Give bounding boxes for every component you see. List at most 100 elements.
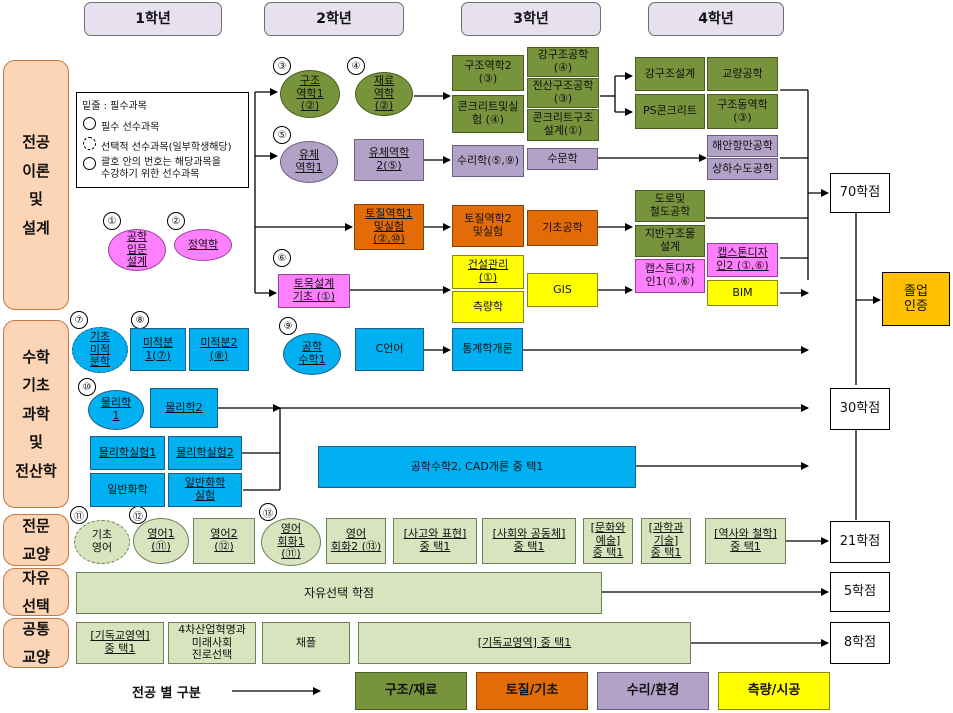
course-geotechnical-structure-design[interactable]: 지반구조물 설계 (635, 225, 705, 257)
course-christian-area-1[interactable]: [기독교영역] 중 택1 (76, 622, 164, 664)
course-bridge-engineering[interactable]: 교량공학 (707, 57, 778, 91)
circle-number-5: ⑤ (273, 126, 291, 144)
credits-math: 30학점 (830, 388, 890, 430)
circle-number-9: ⑨ (279, 317, 297, 335)
legend-underline-note: 밑줄 : 필수과목 (82, 101, 147, 112)
course-coastal-harbor[interactable]: 해안항만공학 (707, 135, 778, 157)
course-calculus-2[interactable]: 미적분2 (⑧) (189, 328, 249, 371)
category-math: 수학 기초 과학 및 전산학 (3, 320, 69, 508)
course-c-language[interactable]: C언어 (355, 328, 424, 371)
circle-number-13: ⑬ (259, 503, 277, 521)
category-free: 자유 선택 (3, 568, 69, 616)
course-capstone-design-1[interactable]: 캡스톤디자 인1(①,⑥) (635, 259, 705, 293)
course-steel-structure-design[interactable]: 강구조설계 (635, 57, 705, 91)
course-eng-math-2-or-cad[interactable]: 공학수학2, CAD개론 중 택1 (318, 446, 636, 488)
course-basic-calculus[interactable]: 기초 미적 분학 (72, 327, 128, 373)
course-statistics-intro[interactable]: 통계학개론 (452, 328, 523, 371)
year-header-4: 4학년 (648, 2, 784, 36)
course-fluid-mechanics-2[interactable]: 유체역학 2(⑤) (354, 139, 424, 181)
circle-number-2: ② (167, 212, 185, 230)
year-header-3: 3학년 (461, 2, 601, 36)
legend-required: 필수 선수과목 (101, 122, 160, 133)
year-header-2: 2학년 (264, 2, 404, 36)
bracket-circle-icon (83, 157, 96, 170)
course-thought-expression[interactable]: [사고와 표현] 중 택1 (393, 518, 477, 564)
course-computational-structures[interactable]: 전산구조공학 (③) (527, 78, 599, 108)
track-survey-construction: 측량/시공 (718, 672, 830, 710)
course-hydraulics[interactable]: 수리학(⑤,⑨) (452, 145, 524, 177)
course-science-technology[interactable]: [과학과 기술] 중 택1 (641, 518, 691, 564)
course-surveying[interactable]: 측량학 (452, 291, 524, 323)
circle-number-10: ⑩ (78, 378, 96, 396)
credits-major: 70학점 (830, 173, 890, 213)
track-legend-label: 전공 별 구분 (132, 686, 201, 701)
credits-liberal: 21학점 (830, 521, 890, 563)
course-water-sewage[interactable]: 상하수도공학 (707, 158, 778, 180)
course-physics-lab-1[interactable]: 물리학실험1 (90, 436, 165, 470)
track-hydraulics-environment: 수리/환경 (597, 672, 709, 710)
course-fluid-mechanics-1[interactable]: 유체 역학1 (280, 141, 338, 183)
course-engineering-math-1[interactable]: 공학 수학1 (283, 333, 341, 375)
circle-number-3: ③ (273, 57, 291, 75)
required-circle-icon (83, 117, 96, 130)
course-foundation-engineering[interactable]: 기초공학 (527, 210, 598, 246)
course-bim[interactable]: BIM (707, 280, 778, 306)
circle-number-1: ① (103, 212, 121, 230)
category-liberal: 전문 교양 (3, 514, 69, 566)
year-header-1: 1학년 (84, 2, 222, 36)
course-general-chemistry-lab[interactable]: 일반화학 실험 (168, 473, 242, 507)
course-ps-concrete[interactable]: PS콘크리트 (635, 94, 705, 129)
course-calculus-1[interactable]: 미적분 1(⑦) (130, 328, 186, 371)
legend-optional: 선택적 선수과목(일부학생해당) (101, 142, 232, 153)
credits-free: 5학점 (830, 572, 890, 612)
course-steel-structures[interactable]: 강구조공학 (④) (527, 47, 599, 77)
course-gis[interactable]: GIS (527, 273, 598, 307)
credits-common: 8학점 (830, 622, 890, 664)
course-road-railway[interactable]: 도로및 철도공학 (635, 190, 705, 222)
course-concrete-lab[interactable]: 콘크리트및실 험 (④) (452, 95, 524, 133)
course-4th-industrial-career[interactable]: 4차산업혁명과 미래사회 진로선택 (168, 622, 256, 664)
category-major: 전공 이론 및 설계 (3, 60, 69, 310)
category-common: 공통 교양 (3, 618, 69, 668)
graduation-certification: 졸업 인증 (882, 272, 950, 326)
course-structural-mechanics-1[interactable]: 구조 역학1 (②) (280, 70, 340, 118)
legend-bracket-note: 괄호 안의 번호는 해당과목을 수강하기 위한 선수과목 (101, 157, 221, 180)
course-statics[interactable]: 정역학 (174, 229, 232, 261)
course-soil-mechanics-2-lab[interactable]: 토질역학2 및실험 (452, 205, 524, 247)
circle-number-8: ⑧ (131, 311, 149, 329)
course-engineering-intro-design[interactable]: 공학 입문 설계 (108, 229, 166, 271)
circle-number-6: ⑥ (273, 249, 291, 267)
circle-number-4: ④ (347, 57, 365, 75)
circle-number-11: ⑪ (70, 506, 88, 524)
optional-circle-icon (83, 137, 96, 150)
course-mechanics-of-materials[interactable]: 재료 역학 (②) (355, 72, 413, 116)
course-structural-mechanics-2[interactable]: 구조역학2 (③) (452, 55, 524, 91)
circle-number-7: ⑦ (70, 311, 88, 329)
course-history-philosophy[interactable]: [역사와 철학] 중 택1 (705, 518, 786, 564)
course-english-1[interactable]: 영어1 (⑪) (133, 518, 189, 564)
course-concrete-structure-design[interactable]: 콘크리트구조 설계(①) (527, 109, 599, 141)
course-physics-1[interactable]: 물리학 1 (88, 390, 144, 430)
course-english-conversation-2[interactable]: 영어 회화2 (⑬) (326, 518, 386, 564)
course-basic-english[interactable]: 기초 영어 (74, 520, 130, 564)
course-christian-area-2[interactable]: [기독교영역] 중 택1 (358, 622, 691, 664)
course-physics-lab-2[interactable]: 물리학실험2 (168, 436, 242, 470)
track-soil-foundation: 토질/기초 (476, 672, 588, 710)
course-civil-design-basics[interactable]: 토목설계 기초 (①) (278, 274, 350, 308)
course-physics-2[interactable]: 물리학2 (150, 388, 218, 428)
course-culture-art[interactable]: [문화와 예술] 중 택1 (583, 518, 633, 564)
track-structure-material: 구조/재료 (355, 672, 467, 710)
course-society-community[interactable]: [사회와 공동체] 중 택1 (482, 518, 576, 564)
course-capstone-design-2[interactable]: 캡스톤디자 인2 (①,⑥) (707, 243, 778, 277)
course-soil-mechanics-1-lab[interactable]: 토질역학1 및실험 (②,⑩) (354, 204, 424, 250)
course-chapel[interactable]: 채플 (262, 622, 350, 664)
course-construction-management[interactable]: 건설관리 (①) (452, 255, 524, 289)
legend-box: 밑줄 : 필수과목 필수 선수과목 선택적 선수과목(일부학생해당) 괄호 안의… (76, 92, 249, 188)
course-english-2[interactable]: 영어2 (⑫) (193, 518, 255, 564)
course-hydrology[interactable]: 수문학 (527, 148, 598, 170)
free-elective-credits[interactable]: 자유선택 학점 (76, 572, 602, 614)
course-general-chemistry[interactable]: 일반화학 (90, 473, 165, 507)
course-structural-dynamics[interactable]: 구조동역학 (③) (707, 94, 778, 129)
course-english-conversation-1[interactable]: 영어 회화1 (⑪) (261, 518, 321, 566)
